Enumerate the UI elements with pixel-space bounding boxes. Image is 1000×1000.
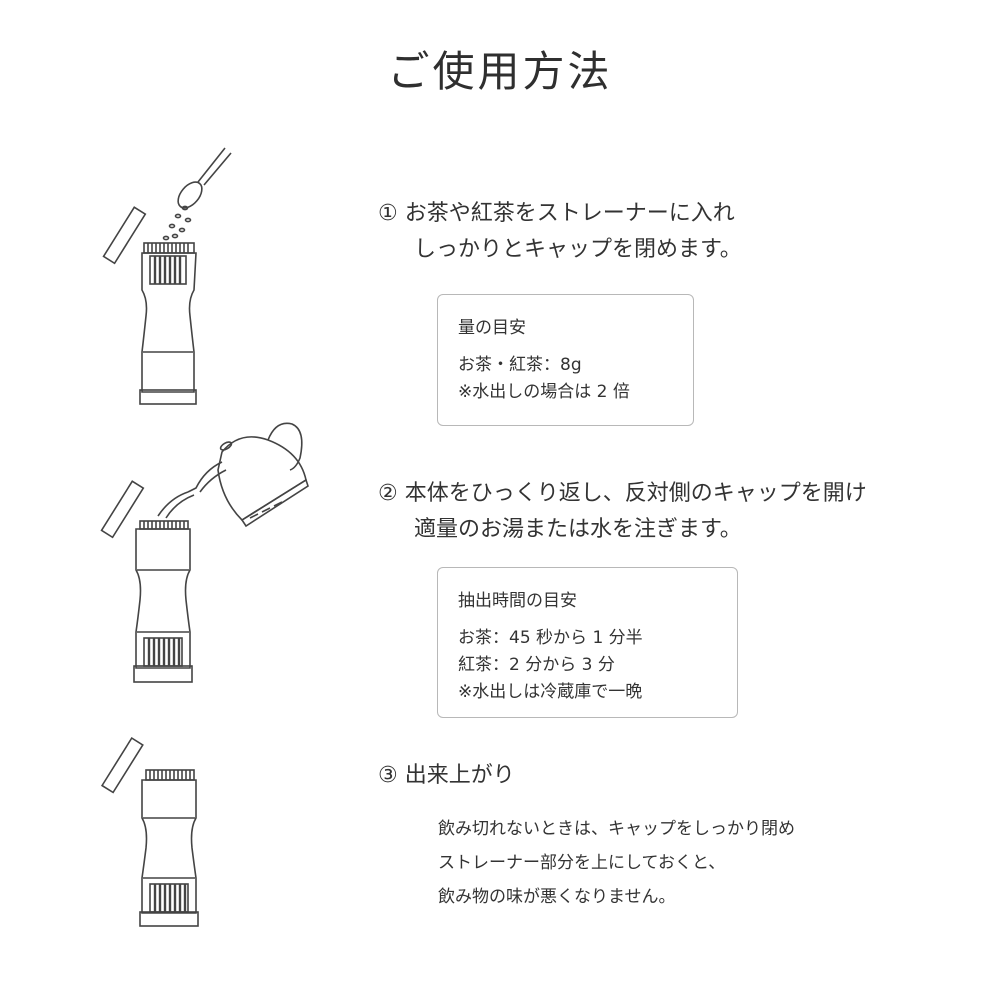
guide-line: ※水出しは冷蔵庫で一晩 (458, 682, 643, 702)
step2-heading: ② 本体をひっくり返し、反対側のキャップを開け 適量のお湯または水を注ぎます。 (378, 476, 867, 548)
tea-leaves-icon (162, 205, 192, 241)
step3-illustration (100, 736, 199, 927)
spoon-icon (177, 147, 232, 209)
storage-note: 飲み切れないときは、キャップをしっかり閉め ストレーナー部分を上にしておくと、 … (438, 812, 795, 914)
guide-box-title: 量の目安 (458, 318, 526, 338)
amount-guide-box: 量の目安 お茶・紅茶：8g ※水出しの場合は 2 倍 (437, 294, 694, 426)
kettle-icon (187, 422, 309, 528)
cap-icon (100, 736, 144, 794)
bottle-icon (139, 242, 197, 405)
bottle-icon (133, 520, 193, 683)
guide-line: お茶・紅茶：8g (458, 355, 582, 375)
bottle-icon (139, 769, 199, 927)
step1-illustration (102, 147, 232, 405)
step2-heading-line1: ② 本体をひっくり返し、反対側のキャップを開け (378, 481, 867, 506)
step1-heading-line1: ① お茶や紅茶をストレーナーに入れ (378, 201, 735, 226)
page-title: ご使用方法 (387, 47, 613, 96)
cap-icon (100, 480, 145, 539)
note-line: 飲み切れないときは、キャップをしっかり閉め (438, 819, 795, 839)
guide-line: お茶：45 秒から 1 分半 (458, 628, 643, 648)
step3-heading-line1: ③ 出来上がり (378, 763, 515, 788)
extraction-time-guide-box: 抽出時間の目安 お茶：45 秒から 1 分半 紅茶：2 分から 3 分 ※水出し… (437, 567, 738, 718)
guide-line: 紅茶：2 分から 3 分 (458, 655, 615, 675)
step1-heading: ① お茶や紅茶をストレーナーに入れ しっかりとキャップを閉めます。 (378, 196, 742, 268)
step2-illustration (100, 422, 309, 683)
note-line: ストレーナー部分を上にしておくと、 (438, 853, 726, 873)
cap-icon (102, 206, 147, 265)
note-line: 飲み物の味が悪くなりません。 (438, 887, 676, 907)
step2-heading-line2: 適量のお湯または水を注ぎます。 (414, 517, 742, 542)
step1-heading-line2: しっかりとキャップを閉めます。 (414, 237, 742, 262)
pouring-water-icon (157, 491, 195, 519)
step3-heading: ③ 出来上がり (378, 758, 515, 794)
guide-line: ※水出しの場合は 2 倍 (458, 382, 630, 402)
guide-box-title: 抽出時間の目安 (458, 591, 577, 611)
